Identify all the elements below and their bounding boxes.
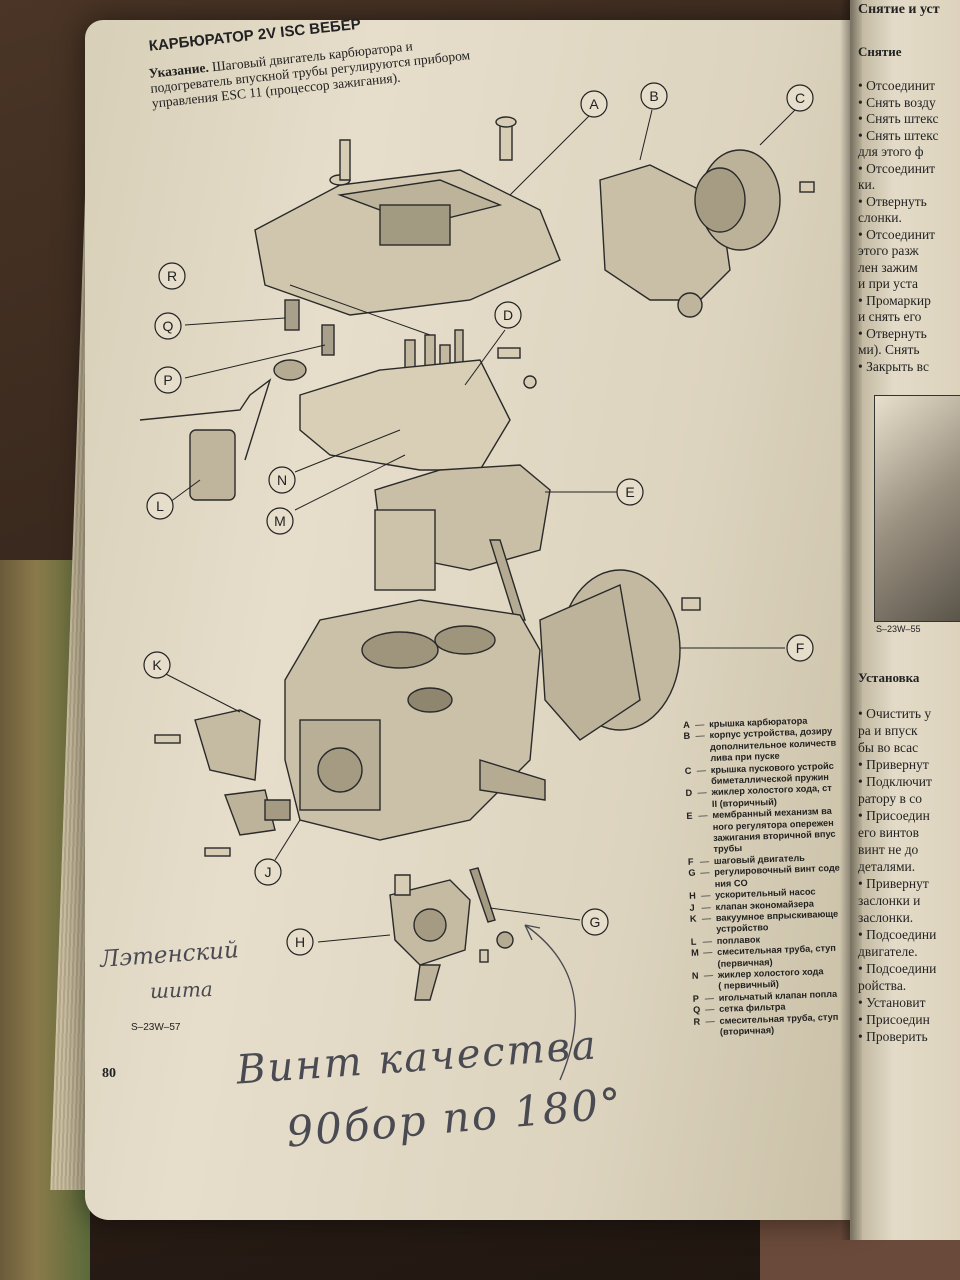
right-list-line: • Отвернуть [858, 325, 927, 341]
right-list-line: ки. [858, 177, 876, 192]
right-list-line: • Привернут [858, 757, 929, 772]
right-list-line: ройства. [858, 978, 907, 993]
legend-row: E—мембранный механизм ва ного регулятора… [686, 806, 836, 855]
right-list-line: • Очистить у [858, 706, 932, 721]
right-list-line: ратору в со [858, 791, 923, 806]
callout-g: G [590, 914, 601, 930]
right-list-line: винт не до [858, 842, 919, 857]
right-list-line: слонки. [858, 210, 902, 225]
right-list-line: ра и впуск [858, 723, 918, 738]
right-list-line: • Снять возду [858, 94, 936, 110]
right-list-line: • Промаркир [858, 292, 931, 308]
callout-r: R [167, 268, 177, 284]
figure-reference: S–23W–57 [131, 1022, 181, 1033]
right-list-line: • Отсоединит [858, 78, 936, 93]
right-list-line: • Присоедин [858, 808, 930, 823]
right-photo-caption: S–23W–55 [876, 624, 921, 634]
right-list-line: для этого ф [858, 144, 924, 159]
callout-m: M [274, 513, 286, 529]
right-list-line: • Подключит [858, 774, 932, 789]
right-list-line: и при уста [858, 276, 918, 291]
right-list-line: его винтов [858, 825, 919, 840]
right-list-line: • Проверить [858, 1029, 928, 1044]
right-list-line: • Подсоедини [858, 927, 937, 942]
callout-n: N [277, 472, 287, 488]
handwritten-arrow [524, 924, 577, 1081]
right-subheading-install: Установка [858, 670, 920, 685]
right-list-line: • Закрыть вс [858, 358, 929, 374]
book-gutter [840, 0, 862, 1240]
right-list-line: заслонки и [858, 893, 921, 908]
right-list-line: • Подсоедини [858, 961, 937, 976]
right-list-line: • Установит [858, 995, 926, 1010]
part-float [189, 429, 236, 501]
callout-h: H [295, 934, 305, 950]
right-list-line: • Присоедин [858, 1012, 930, 1027]
right-list-line: • Отвернуть [858, 193, 927, 209]
callout-p: P [163, 372, 172, 388]
callout-d: D [503, 307, 513, 323]
part-gasket [299, 359, 511, 471]
right-list-line: заслонки. [858, 910, 914, 925]
callout-q: Q [163, 318, 174, 334]
right-list-line: • Снять штекс [858, 127, 939, 143]
right-list-line: • Отсоединит [858, 226, 936, 242]
callout-l: L [156, 498, 164, 514]
callout-k: K [152, 657, 162, 673]
right-list-line: • Снять штекс [858, 111, 939, 126]
page-number: 80 [102, 1066, 116, 1081]
right-list-line: двигателе. [858, 944, 918, 959]
right-list-line: бы во всас [858, 740, 919, 755]
right-heading: Снятие и уст [858, 2, 940, 17]
callout-e: E [625, 484, 634, 500]
right-list-line: этого разж [858, 243, 919, 258]
part-vacuum-injector [194, 709, 261, 781]
callout-b: B [649, 88, 658, 104]
right-list-line: и снять его [858, 309, 922, 324]
right-list-line: • Привернут [858, 876, 929, 891]
callout-f: F [796, 640, 805, 656]
right-list-line: • Отсоединит [858, 160, 936, 176]
right-subheading-removal: Снятие [858, 44, 902, 59]
callout-a: A [589, 96, 599, 112]
right-list-line: лен зажим [858, 259, 918, 275]
parts-legend: A—крышка карбюратора B—корпус устройства… [683, 714, 864, 1039]
handwritten-note-2: шита [149, 976, 214, 1004]
right-photo [874, 395, 960, 622]
part-co-screw [469, 867, 496, 923]
right-list-line: деталями. [858, 859, 916, 874]
callout-c: C [795, 90, 805, 106]
callout-j: J [265, 864, 272, 880]
right-list-line: ми). Снять [858, 342, 920, 357]
